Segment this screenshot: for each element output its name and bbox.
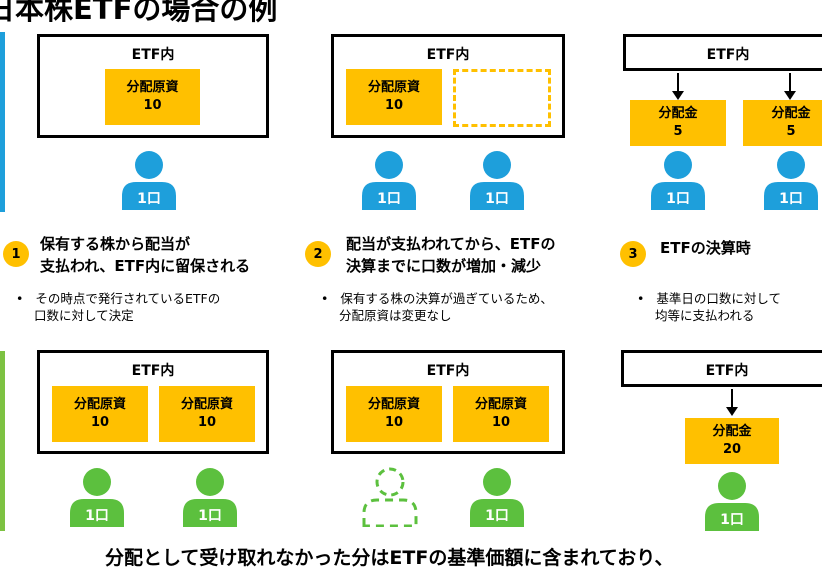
- etf-box-label: ETF内: [131, 47, 175, 63]
- unitholder-person-icon: 1口: [703, 471, 761, 535]
- unitholder-person-icon: 1口: [762, 150, 820, 214]
- bottom-row-accent-bar: [0, 351, 5, 531]
- down-arrow-icon: [726, 389, 738, 416]
- payout-label: 分配金: [771, 106, 811, 121]
- unit-label: 1口: [85, 508, 109, 524]
- unit-label: 1口: [485, 508, 509, 524]
- etf-box-label: ETF内: [426, 363, 470, 379]
- distribution-source-block: 分配原資 10: [159, 386, 255, 442]
- down-arrow-icon: [672, 73, 684, 100]
- distribution-source-block: 分配原資 10: [346, 69, 442, 125]
- top-etf-box-1: ETF内 分配原資 10: [37, 34, 269, 138]
- payout-value: 20: [722, 442, 742, 457]
- distribution-source-block: 分配原資 10: [346, 386, 442, 442]
- down-arrow-icon: [784, 73, 796, 100]
- payout-label: 分配金: [658, 106, 698, 121]
- bullet-line: その時点で発行されているETFの: [35, 291, 221, 306]
- unit-label: 1口: [720, 512, 744, 528]
- bullet-line: 均等に支払われる: [655, 308, 755, 323]
- bottom-etf-box-2: ETF内 分配原資 10 分配原資 10: [331, 350, 565, 454]
- payout-block: 分配金 5: [630, 100, 726, 146]
- page-title: 日本株ETFの場合の例: [0, 0, 278, 26]
- bullet-mark: •: [637, 291, 645, 306]
- top-etf-box-3: ETF内: [623, 34, 822, 71]
- asset-value: 10: [143, 98, 162, 113]
- payout-value: 5: [786, 124, 796, 139]
- step-heading-line: 支払われ、ETF内に留保される: [40, 257, 251, 275]
- unit-label: 1口: [666, 191, 690, 207]
- unitholder-person-icon: 1口: [360, 150, 418, 214]
- step-heading: ETFの決算時: [660, 237, 751, 259]
- step-heading-line: 決算までに口数が増加・減少: [346, 257, 542, 275]
- payout-block: 分配金 20: [685, 418, 779, 464]
- unitholder-person-icon: 1口: [468, 150, 526, 214]
- asset-label: 分配原資: [474, 397, 527, 412]
- etf-box-label: ETF内: [705, 363, 749, 379]
- bullet-line: 基準日の口数に対して: [656, 291, 781, 306]
- unitholder-person-icon: 1口: [181, 467, 239, 531]
- bullet-line: 口数に対して決定: [34, 308, 134, 323]
- step-number-badge: 1: [3, 241, 29, 267]
- asset-label: 分配原資: [367, 80, 420, 95]
- step-heading-line: 保有する株から配当が: [40, 235, 191, 253]
- unit-label: 1口: [137, 191, 161, 207]
- top-row-accent-bar: [0, 32, 5, 212]
- payout-label: 分配金: [712, 424, 752, 439]
- distribution-source-block: 分配原資 10: [453, 386, 549, 442]
- etf-box-label: ETF内: [426, 47, 470, 63]
- step-bullet: • 保有する株の決算が過ぎているため、 分配原資は変更なし: [321, 290, 553, 324]
- step-heading-line: 配当が支払われてから、ETFの: [346, 235, 556, 253]
- unit-label: 1口: [377, 191, 401, 207]
- step-heading: 配当が支払われてから、ETFの 決算までに口数が増加・減少: [346, 233, 556, 277]
- distribution-source-block: 分配原資 10: [105, 69, 200, 125]
- etf-box-label: ETF内: [131, 363, 175, 379]
- unit-label: 1口: [779, 191, 803, 207]
- unitholder-person-icon: 1口: [649, 150, 707, 214]
- unitholder-person-icon: 1口: [120, 150, 178, 214]
- bullet-mark: •: [16, 291, 24, 306]
- step-heading: 保有する株から配当が 支払われ、ETF内に留保される: [40, 233, 250, 277]
- empty-dashed-block: [453, 69, 551, 127]
- asset-value: 10: [90, 415, 110, 430]
- step-number-badge: 3: [620, 241, 646, 267]
- bottom-etf-box-1: ETF内 分配原資 10 分配原資 10: [37, 350, 269, 454]
- bullet-line: 分配原資は変更なし: [339, 308, 452, 323]
- unit-label: 1口: [198, 508, 222, 524]
- step-bullet: • 基準日の口数に対して 均等に支払われる: [637, 290, 781, 324]
- step-number-badge: 2: [305, 241, 331, 267]
- asset-value: 10: [491, 415, 511, 430]
- step-heading-line: ETFの決算時: [660, 239, 751, 257]
- bullet-mark: •: [321, 291, 329, 306]
- unitholder-person-icon: 1口: [68, 467, 126, 531]
- asset-label: 分配原資: [126, 80, 179, 95]
- payout-block: 分配金 5: [743, 100, 822, 146]
- asset-value: 10: [384, 98, 404, 113]
- unit-label: 1口: [485, 191, 509, 207]
- bottom-etf-box-3: ETF内: [621, 350, 822, 387]
- etf-box-label: ETF内: [706, 47, 750, 63]
- asset-label: 分配原資: [367, 397, 420, 412]
- asset-value: 10: [384, 415, 404, 430]
- distribution-source-block: 分配原資 10: [52, 386, 148, 442]
- bottom-note: 分配として受け取れなかった分はETFの基準価額に含まれており、: [105, 547, 674, 569]
- asset-label: 分配原資: [180, 397, 233, 412]
- unitholder-person-icon: 1口: [468, 467, 526, 531]
- asset-value: 10: [197, 415, 217, 430]
- step-bullet: • その時点で発行されているETFの 口数に対して決定: [16, 290, 220, 324]
- removed-person-dashed-icon: [361, 467, 419, 531]
- payout-value: 5: [673, 124, 683, 139]
- asset-label: 分配原資: [73, 397, 126, 412]
- bullet-line: 保有する株の決算が過ぎているため、: [340, 291, 553, 306]
- top-etf-box-2: ETF内 分配原資 10: [331, 34, 565, 138]
